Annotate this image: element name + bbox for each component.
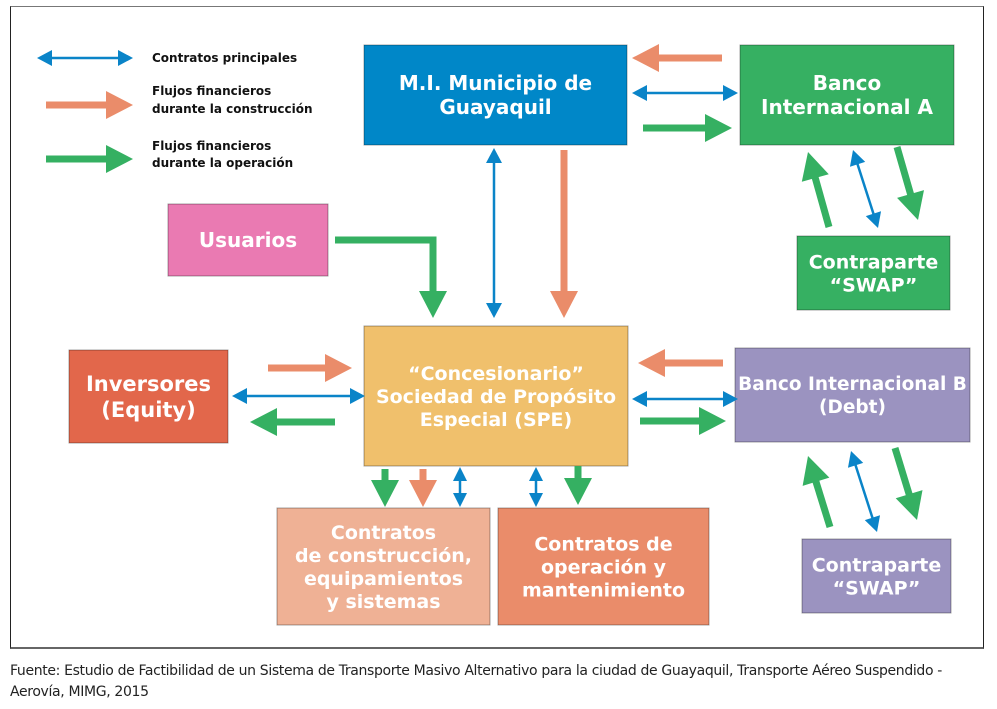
edge-swap-a-to-banco-a-operation bbox=[801, 152, 833, 228]
node-spe: “Concesionario”Sociedad de PropósitoEspe… bbox=[363, 325, 629, 467]
node-box bbox=[363, 44, 628, 146]
edge-banco-a-to-swap-a-contract bbox=[849, 150, 882, 228]
node-label: Internacional A bbox=[761, 95, 933, 119]
node-label: M.I. Municipio de bbox=[399, 71, 592, 95]
node-swap-a: Contraparte“SWAP” bbox=[796, 235, 951, 311]
node-box bbox=[497, 507, 710, 626]
node-label: (Equity) bbox=[101, 398, 195, 422]
node-swap-b: Contraparte“SWAP” bbox=[801, 538, 952, 614]
edge-spe-to-banco-b-contract bbox=[632, 391, 738, 407]
source-caption: Fuente: Estudio de Factibilidad de un Si… bbox=[10, 663, 942, 700]
node-label: equipamientos bbox=[304, 568, 463, 590]
edge-spe-to-construccion-operation bbox=[371, 469, 399, 507]
node-label: mantenimiento bbox=[522, 579, 685, 601]
node-label: “SWAP” bbox=[830, 274, 918, 296]
node-label: Banco bbox=[813, 71, 882, 95]
node-label: Sociedad de Propósito bbox=[376, 386, 616, 408]
edge-banco-b-to-swap-b-contract bbox=[847, 451, 881, 532]
node-label: “Concesionario” bbox=[408, 363, 584, 385]
edge-banco-a-to-municipio-construction bbox=[632, 44, 722, 72]
edge-banco-b-to-spe-construction bbox=[638, 349, 723, 377]
node-label: Contraparte bbox=[812, 554, 942, 576]
edge-spe-to-construccion-contract bbox=[453, 467, 467, 507]
node-label: de construcción, bbox=[295, 545, 472, 567]
edge-inversores-to-spe-contract bbox=[232, 388, 365, 404]
edge-municipio-to-spe-contract bbox=[486, 148, 502, 318]
legend-label-operation: durante la operación bbox=[152, 156, 293, 170]
node-box bbox=[167, 203, 329, 277]
edge-municipio-to-banco-a-contract bbox=[632, 85, 738, 101]
node-label: Inversores bbox=[86, 372, 211, 396]
legend-label-contract: Contratos principales bbox=[152, 51, 297, 65]
node-label: Guayaquil bbox=[439, 95, 551, 119]
node-usuarios: Usuarios bbox=[167, 203, 329, 277]
node-box bbox=[734, 347, 971, 443]
node-label: Contratos de bbox=[534, 533, 672, 555]
node-box bbox=[796, 235, 951, 311]
node-label: Usuarios bbox=[199, 228, 297, 252]
edge-municipio-to-spe-construction bbox=[550, 150, 578, 318]
edge-spe-to-operacion-operation bbox=[564, 466, 592, 505]
node-box bbox=[68, 349, 229, 444]
edge-spe-to-banco-b-operation bbox=[640, 407, 726, 435]
edge-spe-to-inversores-operation bbox=[250, 408, 335, 436]
diagram-frame bbox=[10, 6, 984, 649]
node-label: Banco Internacional B bbox=[738, 374, 967, 395]
node-box bbox=[276, 507, 491, 626]
edge-banco-a-to-swap-a-operation bbox=[893, 146, 924, 220]
node-inversores: Inversores(Equity) bbox=[68, 349, 229, 444]
edge-banco-b-to-swap-b-operation bbox=[891, 446, 923, 520]
edge-spe-to-construccion-construction bbox=[409, 469, 437, 507]
node-label: Contratos bbox=[331, 522, 436, 544]
node-label: Especial (SPE) bbox=[420, 409, 572, 431]
edge-inversores-to-spe-construction bbox=[268, 354, 352, 382]
legend-construction-arrow bbox=[46, 91, 133, 119]
legend-label-construction: Flujos financieros bbox=[152, 84, 271, 98]
node-label: Contraparte bbox=[809, 251, 939, 273]
node-label: (Debt) bbox=[819, 397, 886, 418]
node-label: y sistemas bbox=[326, 591, 440, 613]
edge-municipio-to-banco-a-operation bbox=[643, 114, 732, 142]
node-label: “SWAP” bbox=[833, 577, 921, 599]
edge-spe-to-operacion-contract bbox=[529, 467, 543, 507]
node-box bbox=[363, 325, 629, 467]
node-box bbox=[739, 44, 955, 146]
legend-label-construction: durante la construcción bbox=[152, 102, 313, 116]
edge-usuarios-to-spe-operation bbox=[335, 236, 447, 318]
legend-label-operation: Flujos financieros bbox=[152, 139, 271, 153]
edge-swap-b-to-banco-b-operation bbox=[802, 456, 834, 529]
node-label: operación y bbox=[541, 556, 667, 578]
legend-contract-arrow bbox=[37, 50, 133, 66]
legend-operation-arrow bbox=[46, 145, 133, 173]
node-box bbox=[801, 538, 952, 614]
node-banco-b: Banco Internacional B(Debt) bbox=[734, 347, 971, 443]
